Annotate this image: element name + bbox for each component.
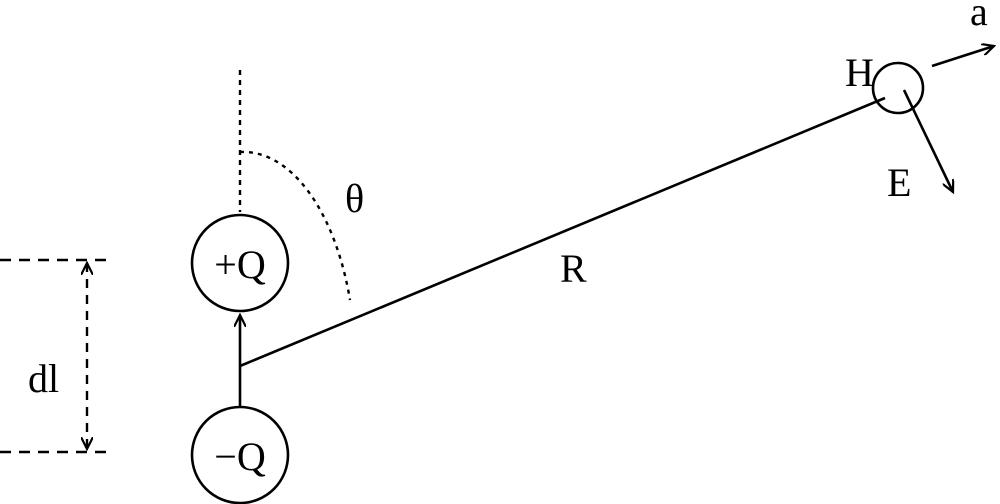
magnetic-field-label: H	[845, 50, 874, 95]
angle-label: θ	[345, 176, 364, 221]
observation-point-circle	[871, 61, 925, 115]
positive-charge-label: +Q	[214, 242, 266, 287]
direction-label: a	[970, 0, 988, 34]
negative-charge-label: −Q	[214, 434, 266, 479]
angle-arc	[239, 150, 352, 301]
electric-field-arrow	[902, 89, 953, 192]
electric-field-label: E	[887, 160, 911, 205]
length-label: dl	[28, 356, 59, 401]
distance-label: R	[560, 246, 587, 291]
positive-charge-circle	[190, 213, 290, 313]
direction-arrow	[931, 46, 994, 68]
distance-line	[239, 96, 886, 368]
